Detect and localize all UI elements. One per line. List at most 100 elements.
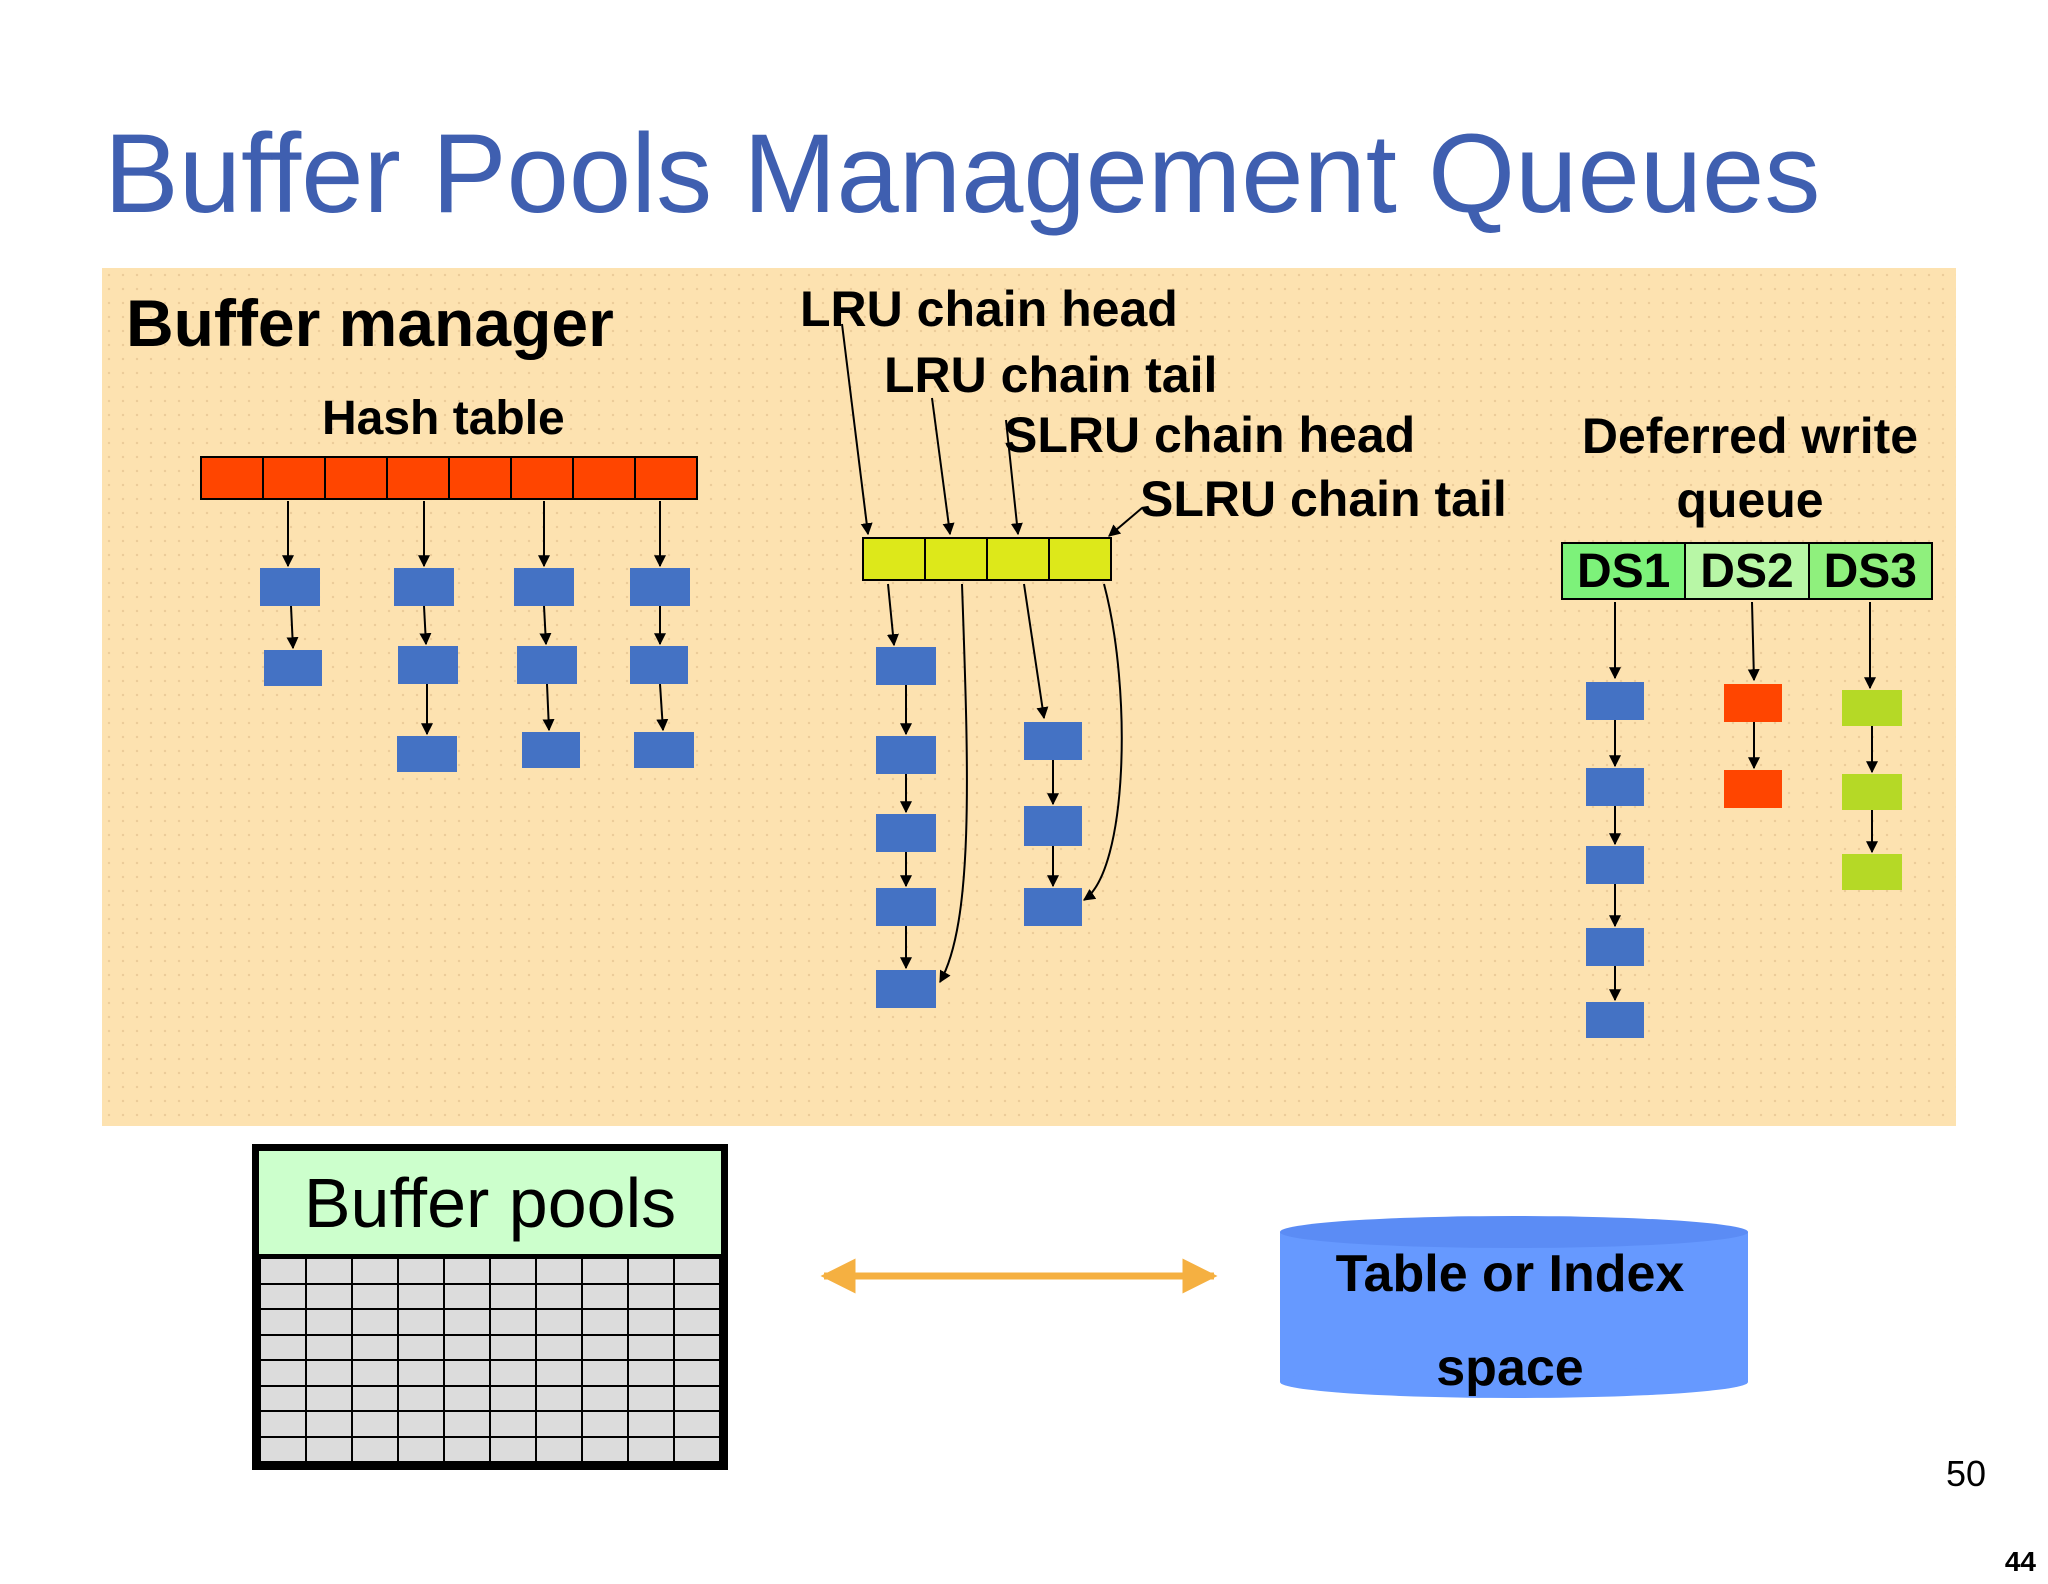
page-node: [260, 568, 320, 606]
hash-chains: [282, 501, 669, 736]
buffer-page-cell: [537, 1335, 581, 1359]
page-node: [876, 736, 936, 774]
buffer-page-cell: [445, 1386, 489, 1410]
buffer-page-cell: [583, 1284, 627, 1308]
buffer-page-cell: [261, 1386, 305, 1410]
buffer-page-cell: [537, 1310, 581, 1334]
buffer-page-cell: [307, 1386, 351, 1410]
buffer-pools-grid: [259, 1257, 721, 1463]
buffer-page-cell: [307, 1412, 351, 1436]
hash-table-label: Hash table: [322, 392, 565, 445]
buffer-page-cell: [261, 1361, 305, 1385]
buffer-page-cell: [675, 1310, 719, 1334]
slide-title: Buffer Pools Management Queues: [104, 111, 1821, 236]
buffer-page-cell: [353, 1412, 397, 1436]
buffer-page-cell: [399, 1310, 443, 1334]
page-node: [1842, 690, 1902, 726]
page-node: [1586, 768, 1644, 806]
page-node: [876, 970, 936, 1008]
buffer-page-cell: [537, 1412, 581, 1436]
chain-arrow: [539, 605, 552, 646]
buffer-page-cell: [353, 1284, 397, 1308]
page-node: [1586, 682, 1644, 720]
lru-chain-head-label: LRU chain head: [800, 281, 1178, 337]
buffer-page-cell: [675, 1437, 719, 1461]
hash-slot: [634, 456, 698, 500]
buffer-page-cell: [629, 1259, 673, 1283]
page-node: [1024, 806, 1082, 846]
hash-slot: [200, 456, 264, 500]
page-node: [514, 568, 574, 606]
storage-label-line1: Table or Index: [1335, 1245, 1685, 1303]
buffer-page-cell: [261, 1412, 305, 1436]
buffer-page-cell: [583, 1437, 627, 1461]
buffer-page-cell: [399, 1284, 443, 1308]
hash-slot: [448, 456, 512, 500]
page-node: [1586, 846, 1644, 884]
page-node: [517, 646, 577, 684]
lru-tail-link: [939, 583, 968, 984]
chain-arrow: [886, 583, 899, 647]
ds3-queue: [1842, 602, 1902, 890]
lru-slot: [1048, 537, 1112, 581]
slru-head-pointer: [1005, 419, 1023, 536]
buffer-page-cell: [491, 1361, 535, 1385]
buffer-page-cell: [675, 1412, 719, 1436]
buffer-page-cell: [675, 1335, 719, 1359]
lru-tail-pointer: [931, 397, 955, 536]
buffer-manager-title: Buffer manager: [126, 286, 614, 360]
buffer-page-cell: [675, 1284, 719, 1308]
deferred-write-queue-header: DS1 DS2 DS3: [1561, 542, 1933, 600]
page-node: [1842, 774, 1902, 810]
chain-arrow: [542, 683, 555, 732]
page-node: [630, 568, 690, 606]
chain-arrow: [419, 605, 432, 646]
lru-head-pointer: [841, 323, 873, 536]
buffer-page-cell: [353, 1361, 397, 1385]
buffer-page-cell: [445, 1335, 489, 1359]
page-number: 44: [2004, 1546, 2036, 1577]
lru-chain: [886, 583, 968, 984]
ds1-cell: DS1: [1563, 544, 1685, 598]
buffer-page-cell: [307, 1335, 351, 1359]
buffer-page-cell: [307, 1361, 351, 1385]
buffer-page-cell: [445, 1412, 489, 1436]
chain-arrow: [656, 683, 669, 732]
buffer-page-cell: [537, 1386, 581, 1410]
buffer-page-cell: [399, 1335, 443, 1359]
buffer-page-cell: [629, 1284, 673, 1308]
buffer-page-cell: [261, 1335, 305, 1359]
buffer-page-cell: [261, 1259, 305, 1283]
buffer-page-cell: [353, 1386, 397, 1410]
ds2-cell: DS2: [1684, 544, 1808, 598]
lru-slot: [986, 537, 1050, 581]
buffer-page-cell: [491, 1284, 535, 1308]
buffer-page-cell: [307, 1437, 351, 1461]
ds2-queue: [1724, 601, 1782, 808]
buffer-page-cell: [353, 1310, 397, 1334]
buffer-pools: Buffer pools: [252, 1144, 728, 1470]
buffer-page-cell: [445, 1259, 489, 1283]
label-pointers: [841, 323, 1143, 537]
buffer-page-cell: [583, 1361, 627, 1385]
page-node: [394, 568, 454, 606]
buffer-page-cell: [491, 1437, 535, 1461]
buffer-pools-label: Buffer pools: [303, 1163, 677, 1242]
buffer-page-cell: [629, 1361, 673, 1385]
buffer-page-cell: [307, 1284, 351, 1308]
slru-chain-nodes: [1024, 722, 1082, 926]
buffer-page-cell: [353, 1259, 397, 1283]
buffer-page-cell: [307, 1259, 351, 1283]
buffer-page-cell: [353, 1335, 397, 1359]
buffer-page-cell: [445, 1437, 489, 1461]
page-node: [630, 646, 688, 684]
buffer-page-cell: [583, 1412, 627, 1436]
buffer-page-cell: [675, 1259, 719, 1283]
buffer-page-cell: [445, 1284, 489, 1308]
buffer-page-cell: [399, 1437, 443, 1461]
buffer-page-cell: [353, 1437, 397, 1461]
slru-chain-head-label: SLRU chain head: [1004, 407, 1416, 463]
buffer-page-cell: [491, 1310, 535, 1334]
buffer-page-cell: [445, 1361, 489, 1385]
page-node: [398, 646, 458, 684]
